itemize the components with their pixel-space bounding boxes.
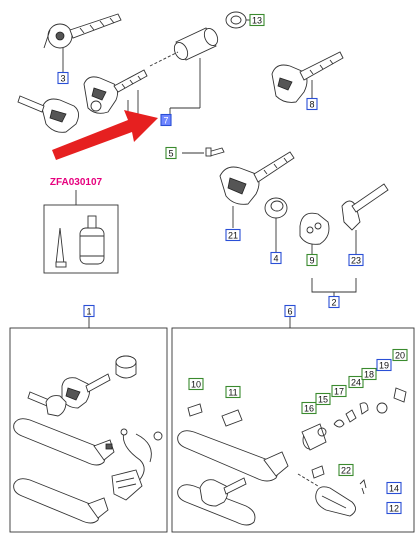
callout-8: 8 <box>306 97 318 111</box>
callout-box <box>225 385 241 399</box>
callout-number: 7 <box>163 116 168 126</box>
callout-box <box>188 377 204 391</box>
callout-10: 10 <box>188 377 204 391</box>
callout-box <box>331 384 347 398</box>
panel-6-small-parts <box>187 387 407 495</box>
callout-number: 11 <box>228 388 237 398</box>
callout-box <box>160 113 172 127</box>
callout-7: 7 <box>160 113 172 127</box>
lubricant-kit-illustration: ZFA030107 <box>43 177 119 274</box>
callout-number: 2 <box>331 298 336 308</box>
key-part-21 <box>219 151 295 228</box>
panel-1-mechanism <box>111 428 163 501</box>
callout-number: 10 <box>191 380 201 390</box>
callout-4: 4 <box>270 251 282 265</box>
ignition-key-part-3 <box>43 13 122 72</box>
callout-box <box>225 228 241 242</box>
callout-2: 2 <box>328 295 340 309</box>
callout-number: 18 <box>364 370 374 380</box>
panel-6-handle-upper <box>177 430 289 482</box>
pin-part-5 <box>182 147 225 157</box>
callout-22: 22 <box>338 463 354 477</box>
callout-box <box>376 358 392 372</box>
callout-box <box>361 367 377 381</box>
transponder-part-9 <box>299 212 330 254</box>
callout-box <box>165 146 177 160</box>
callout-number: 17 <box>334 387 344 397</box>
part-code-label: ZFA030107 <box>50 177 103 188</box>
lock-ring-part-13 <box>225 11 250 29</box>
panel-1-handle-upper <box>13 418 115 466</box>
callout-3: 3 <box>57 71 69 85</box>
callout-box <box>57 71 69 85</box>
cap-part-4 <box>264 197 288 252</box>
callout-box <box>348 375 364 389</box>
callout-number: 19 <box>379 361 389 371</box>
callout-12: 12 <box>386 501 402 515</box>
callout-number: 5 <box>168 149 173 159</box>
callout-number: 3 <box>60 74 65 84</box>
panel-part-1 <box>9 327 168 533</box>
callout-number: 16 <box>304 404 314 414</box>
callout-box <box>301 401 317 415</box>
callout-box <box>83 304 95 318</box>
panel-1-handle-lower <box>13 478 109 524</box>
callout-number: 9 <box>309 256 314 266</box>
callout-number: 22 <box>341 466 351 476</box>
callout-9: 9 <box>306 253 318 267</box>
callout-number: 12 <box>389 504 399 514</box>
callout-number: 20 <box>395 351 405 361</box>
callout-17: 17 <box>331 384 347 398</box>
callout-number: 21 <box>228 231 238 241</box>
callout-number: 14 <box>389 484 399 494</box>
bracket-2 <box>311 278 357 293</box>
callout-box <box>338 463 354 477</box>
callout-box <box>386 481 402 495</box>
callout-13: 13 <box>249 13 265 27</box>
panel-part-6 <box>171 327 415 533</box>
panel-1-cylinder <box>115 355 137 379</box>
panel-6-handle-lower <box>177 477 256 526</box>
callout-5: 5 <box>165 146 177 160</box>
callout-11: 11 <box>225 385 241 399</box>
panel-1-keys <box>27 373 111 417</box>
callout-box <box>306 97 318 111</box>
highlight-arrow <box>52 110 158 160</box>
callout-number: 15 <box>318 395 328 405</box>
callout-box <box>270 251 282 265</box>
callout-20: 20 <box>392 348 408 362</box>
key-blank-part-8 <box>271 51 344 103</box>
callout-16: 16 <box>301 401 317 415</box>
callout-number: 24 <box>351 378 361 388</box>
panel-6-gasket-12 <box>315 486 356 517</box>
callout-number: 1 <box>86 307 91 317</box>
callout-box <box>386 501 402 515</box>
callout-number: 8 <box>309 100 314 110</box>
callout-15: 15 <box>315 392 331 406</box>
callout-23: 23 <box>348 253 364 267</box>
callout-21: 21 <box>225 228 241 242</box>
lock-cylinder <box>149 27 219 118</box>
callout-number: 13 <box>252 16 262 26</box>
callout-24: 24 <box>348 375 364 389</box>
callout-box <box>284 304 296 318</box>
callout-number: 23 <box>351 256 361 266</box>
callout-box <box>328 295 340 309</box>
callout-box <box>348 253 364 267</box>
remote-key-assembly <box>17 69 148 133</box>
callout-box <box>392 348 408 362</box>
callout-18: 18 <box>361 367 377 381</box>
callout-1: 1 <box>83 304 95 318</box>
callout-box <box>306 253 318 267</box>
callout-box <box>315 392 331 406</box>
key-blade-part-23 <box>341 183 389 254</box>
callout-19: 19 <box>376 358 392 372</box>
callout-number: 4 <box>273 254 278 264</box>
callout-14: 14 <box>386 481 402 495</box>
callout-6: 6 <box>284 304 296 318</box>
callout-box <box>249 13 265 27</box>
callout-number: 6 <box>287 307 292 317</box>
